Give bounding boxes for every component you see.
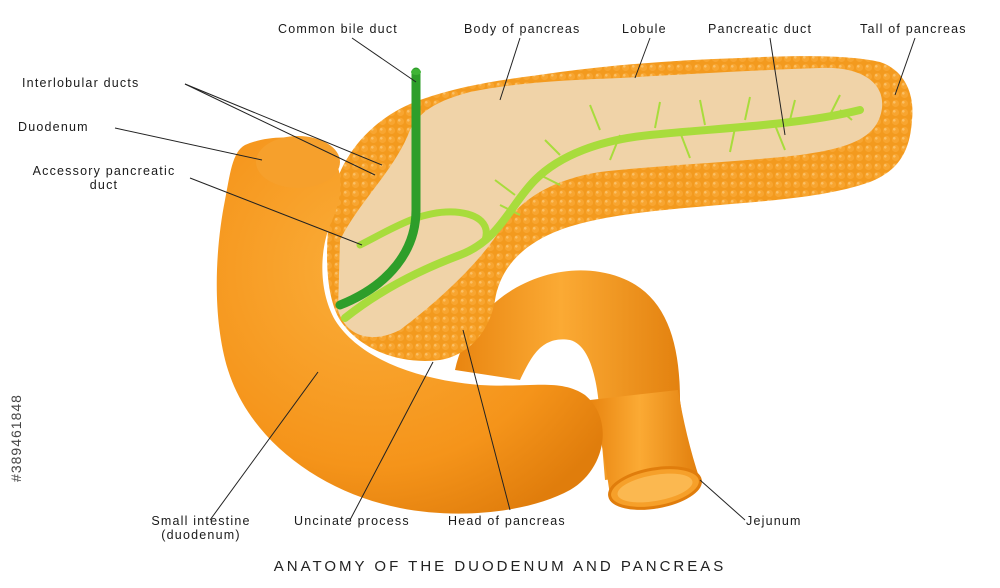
label-tail-of-pancreas: Tall of pancreas — [860, 22, 967, 36]
accessory-duct — [356, 208, 490, 249]
label-small-intestine-line2: (duodenum) — [161, 528, 241, 542]
duodenum-top-end — [256, 136, 340, 188]
main-pancreatic-duct — [341, 106, 864, 322]
stock-watermark: #389461848 — [6, 340, 26, 540]
leader-lines — [114, 37, 916, 521]
label-body-of-pancreas: Body of pancreas — [464, 22, 581, 36]
label-common-bile-duct: Common bile duct — [278, 22, 398, 36]
label-interlobular-ducts: Interlobular ducts — [22, 76, 140, 90]
label-lobule: Lobule — [622, 22, 667, 36]
label-accessory-line1: Accessory pancreatic — [32, 164, 176, 178]
label-accessory-pancreatic-duct: Accessory pancreatic duct — [18, 164, 190, 192]
diagram-title: ANATOMY OF THE DUODENUM AND PANCREAS — [273, 558, 727, 575]
label-pancreatic-duct: Pancreatic duct — [708, 22, 813, 36]
label-head-of-pancreas: Head of pancreas — [448, 514, 566, 528]
label-duodenum: Duodenum — [18, 120, 89, 134]
label-small-intestine-line1: Small intestine — [151, 514, 251, 528]
label-accessory-line2: duct — [89, 178, 119, 192]
label-jejunum: Jejunum — [746, 514, 802, 528]
label-uncinate-process: Uncinate process — [294, 514, 410, 528]
label-small-intestine: Small intestine (duodenum) — [136, 514, 266, 542]
common-bile-duct — [335, 67, 421, 310]
pancreas-inner — [338, 67, 883, 338]
duodenum-c-loop — [216, 137, 603, 514]
watermark-id: #389461848 — [8, 394, 24, 482]
